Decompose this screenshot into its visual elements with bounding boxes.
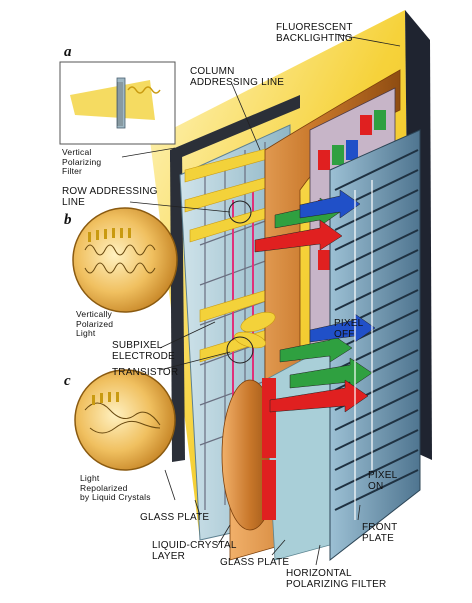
label-subpixel-electrode: SUBPIXEL ELECTRODE [112, 340, 175, 362]
light-arrows [254, 189, 376, 413]
inset-c [74, 369, 176, 471]
label-vertically-polarized-light: Vertically Polarized Light [76, 309, 114, 338]
inset-a [59, 61, 176, 145]
label-front-plate: FRONT PLATE [362, 522, 398, 544]
label-pixel-off: PIXEL OFF [334, 318, 364, 340]
label-liquid-crystal-layer: LIQUID-CRYSTAL LAYER [152, 540, 237, 562]
leader-lines [354, 180, 373, 520]
callout-lines [121, 33, 401, 566]
front-plate [329, 129, 421, 562]
label-light-repolarized: Light Repolarized by Liquid Crystals [80, 473, 151, 502]
label-transistor: TRANSISTOR [112, 367, 179, 378]
label-fluorescent-backlighting: FLUORESCENT BACKLIGHTING [276, 22, 353, 44]
back-frame [170, 95, 300, 462]
inset-letter-b: b [64, 212, 72, 228]
label-glass-plate-back: GLASS PLATE [140, 512, 210, 523]
label-glass-plate-front: GLASS PLATE [220, 557, 290, 568]
inset-b [72, 207, 178, 313]
label-row-addressing-line: ROW ADDRESSING LINE [62, 186, 158, 208]
inset-letter-a: a [64, 44, 72, 60]
label-vertical-polarizing-filter: Vertical Polarizing Filter [62, 147, 102, 176]
transistor-light [234, 311, 276, 349]
label-column-addressing-line: COLUMN ADDRESSING LINE [190, 66, 285, 88]
inset-letter-c: c [64, 373, 71, 389]
label-pixel-on: PIXEL ON [368, 470, 398, 492]
label-horizontal-polarizing-filter: HORIZONTAL POLARIZING FILTER [286, 568, 387, 590]
transistor-circle [226, 336, 254, 364]
